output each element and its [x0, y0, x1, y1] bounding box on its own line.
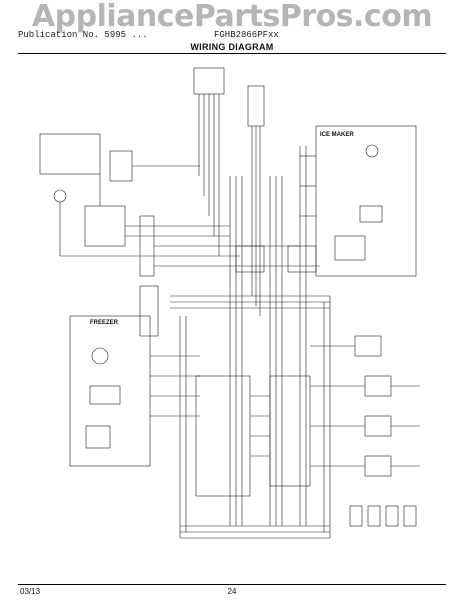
mid-connector-left — [235, 245, 265, 273]
right-component-3 — [364, 415, 392, 437]
upper-left-motor — [53, 189, 67, 203]
model-number: FGHB2866PFxx — [214, 30, 279, 40]
publication-number: Publication No. 5995 ... — [18, 30, 148, 40]
upper-left-relay — [109, 150, 133, 182]
main-board-right-connector — [269, 375, 311, 487]
right-component-2 — [364, 375, 392, 397]
ice-maker-label: ICE MAKER — [320, 132, 354, 138]
header-rule — [18, 53, 446, 54]
mid-connector-right — [287, 245, 317, 273]
left-terminal-strip — [139, 215, 155, 277]
upper-left-board — [84, 205, 126, 247]
ice-maker-box — [315, 125, 417, 277]
footer-page-number: 24 — [227, 587, 237, 596]
footer-rule — [18, 584, 446, 585]
top-connector-box — [193, 67, 225, 95]
right-component-4 — [364, 455, 392, 477]
right-component-1 — [354, 335, 382, 357]
freezer-box — [69, 315, 151, 467]
wiring-diagram: ICE MAKER FREEZER — [39, 67, 420, 539]
footer-date: 03/13 — [20, 587, 41, 596]
freezer-label: FREEZER — [90, 320, 119, 326]
upper-left-module — [39, 133, 101, 175]
watermark: AppliancePartsPros.com — [31, 0, 433, 34]
page-title: WIRING DIAGRAM — [190, 42, 274, 52]
right-top-connector — [247, 85, 265, 127]
left-connector-block — [139, 285, 159, 337]
